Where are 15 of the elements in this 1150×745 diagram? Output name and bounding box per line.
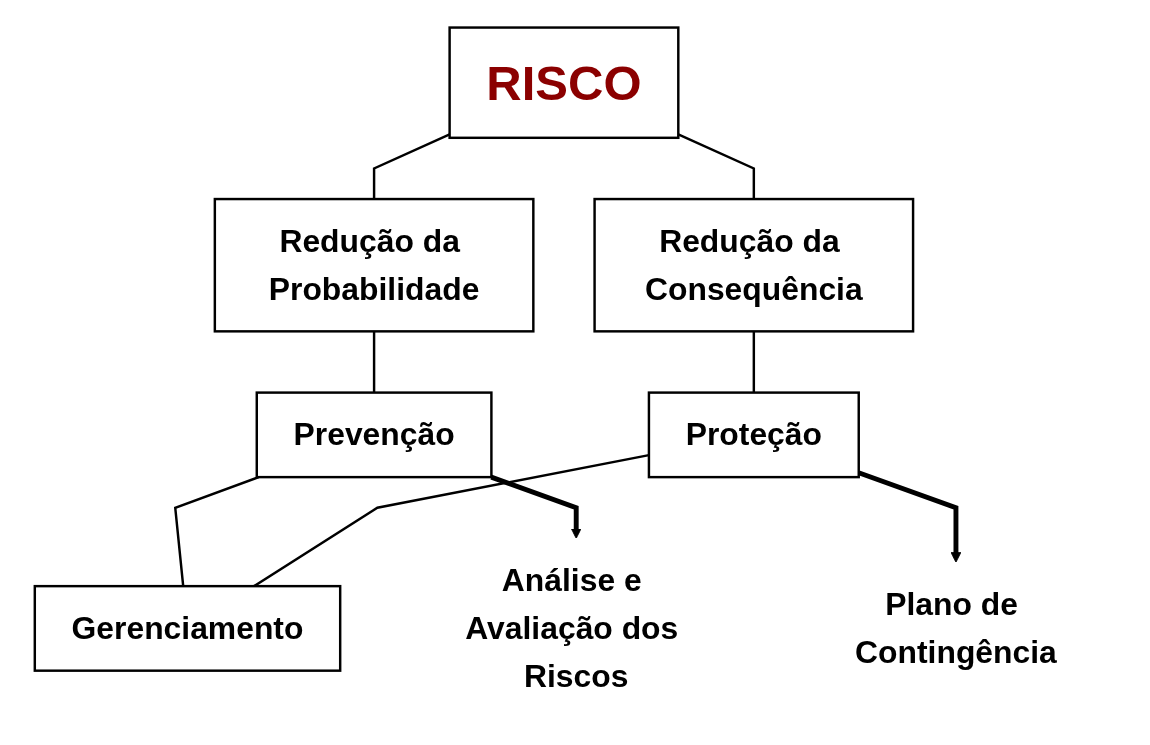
- arrow: [857, 469, 962, 563]
- node-text: Análise e Avaliação dos Riscos: [465, 561, 679, 694]
- node-box: Prevenção: [255, 390, 493, 478]
- connector: [173, 475, 260, 586]
- node-text: Plano de Contingência: [855, 585, 1057, 670]
- connector: [372, 132, 451, 199]
- node-box: Gerenciamento: [33, 584, 342, 672]
- node-box: RISCO: [448, 25, 680, 139]
- node-box: Proteção: [647, 390, 860, 478]
- connector: [752, 330, 756, 393]
- connector: [677, 132, 756, 199]
- arrow: [490, 474, 582, 539]
- node-box: Redução da Consequência: [593, 197, 915, 333]
- connector: [372, 330, 376, 393]
- node-box: Redução da Probabilidade: [213, 197, 535, 333]
